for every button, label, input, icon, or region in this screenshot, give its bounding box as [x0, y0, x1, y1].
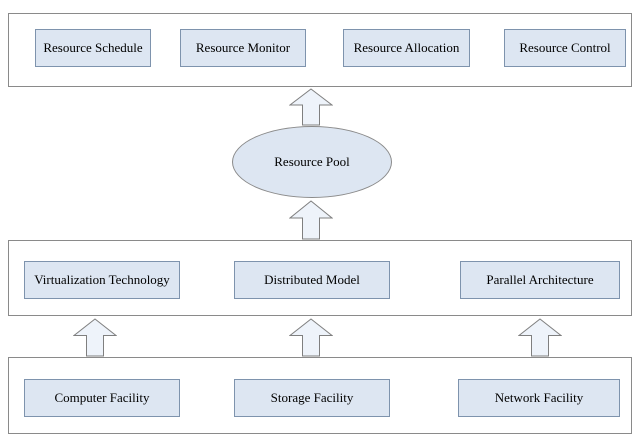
node-storage-facility: Storage Facility [234, 379, 390, 417]
node-parallel-architecture: Parallel Architecture [460, 261, 620, 299]
up-arrow-middle-to-pool-icon [289, 200, 333, 240]
node-resource-monitor: Resource Monitor [180, 29, 306, 67]
node-label: Resource Allocation [353, 40, 460, 55]
up-arrow-bottom-left-icon [73, 318, 117, 357]
node-label: Resource Control [519, 40, 611, 55]
node-label: Computer Facility [54, 390, 150, 405]
node-label: Distributed Model [264, 272, 360, 287]
up-arrow-bottom-right-icon [518, 318, 562, 357]
node-label: Virtualization Technology [34, 272, 170, 287]
node-label: Resource Schedule [43, 40, 143, 55]
up-arrow-pool-to-top-icon [289, 88, 333, 126]
node-computer-facility: Computer Facility [24, 379, 180, 417]
node-label: Network Facility [494, 390, 584, 405]
node-label: Storage Facility [270, 390, 354, 405]
node-label: Resource Monitor [195, 40, 291, 55]
node-resource-allocation: Resource Allocation [343, 29, 470, 67]
node-label: Parallel Architecture [486, 272, 594, 287]
node-network-facility: Network Facility [458, 379, 620, 417]
up-arrow-bottom-center-icon [289, 318, 333, 357]
node-label: Resource Pool [274, 154, 350, 169]
node-resource-schedule: Resource Schedule [35, 29, 151, 67]
node-resource-pool: Resource Pool [232, 126, 392, 198]
node-distributed-model: Distributed Model [234, 261, 390, 299]
node-virtualization-technology: Virtualization Technology [24, 261, 180, 299]
node-resource-control: Resource Control [504, 29, 626, 67]
